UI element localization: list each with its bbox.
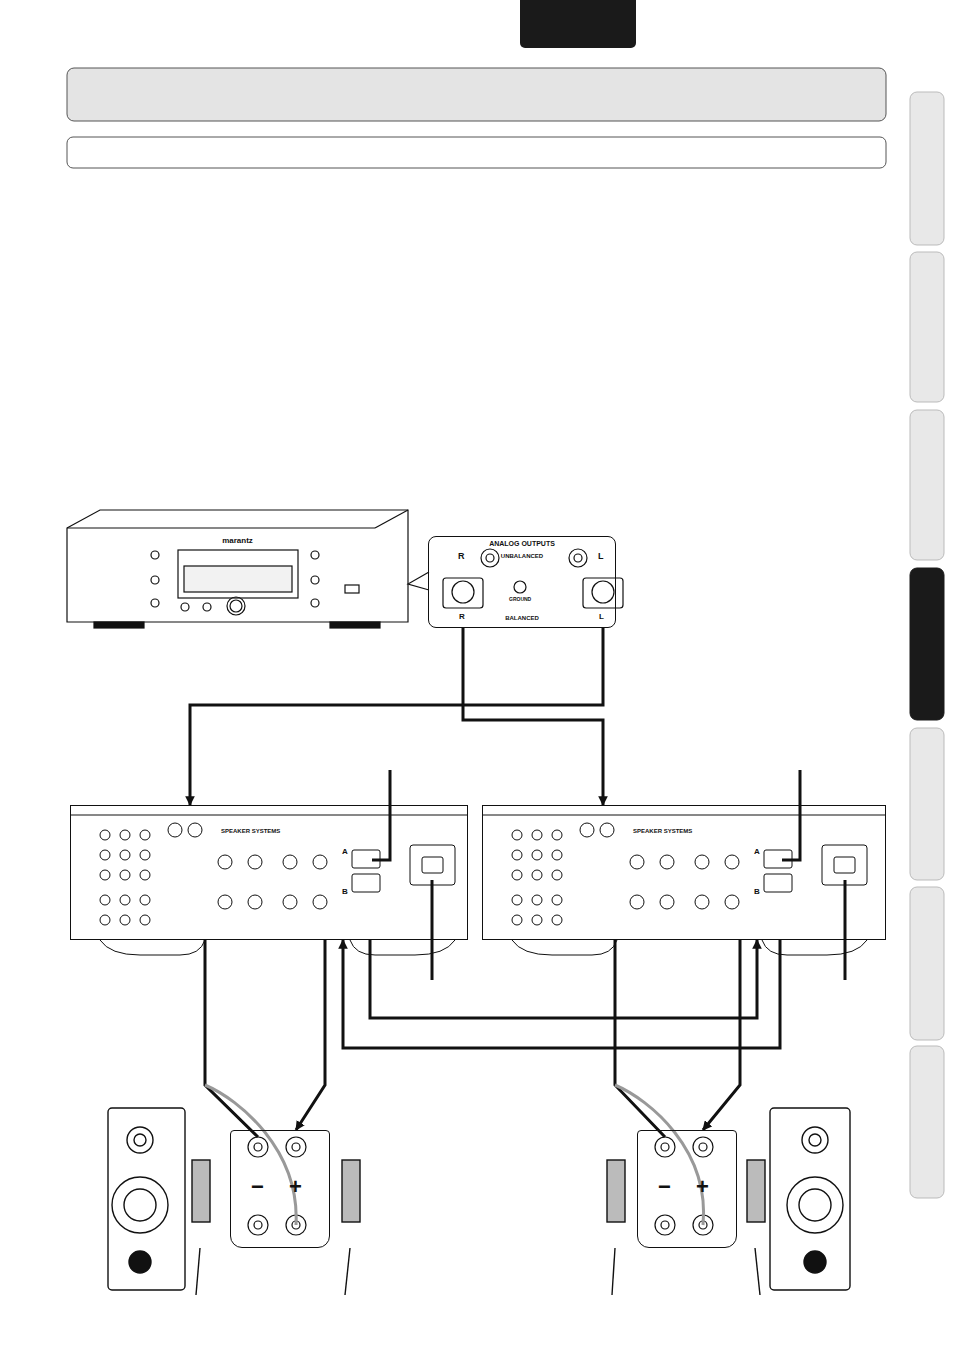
panel-label: SPEAKER SYSTEMS xyxy=(633,828,692,835)
cd-player-drawing xyxy=(67,510,408,628)
speaker-terminals: −+ xyxy=(637,1130,737,1248)
amplifier: SPEAKER SYSTEMS xyxy=(482,805,886,940)
extra-wires-grey xyxy=(205,1085,704,1225)
amp-panel xyxy=(70,815,468,955)
speaker-set-label: B xyxy=(754,888,760,897)
panel-label: BALANCED xyxy=(505,615,539,622)
polarity-sign: − xyxy=(251,1175,264,1199)
subheading-band xyxy=(67,137,886,168)
channel-label: R xyxy=(459,613,465,622)
speaker-set-label: A xyxy=(342,848,348,857)
amplifier: SPEAKER SYSTEMS xyxy=(70,805,468,940)
cd-player: marantz xyxy=(67,510,408,628)
heading-band xyxy=(67,68,886,121)
channel-label: L xyxy=(598,552,604,562)
speaker-terminals: −+ xyxy=(230,1130,330,1248)
balanced-cable xyxy=(190,628,603,805)
channel-label: R xyxy=(458,552,465,562)
side-tabs xyxy=(910,92,944,1198)
panel-label: SPEAKER SYSTEMS xyxy=(221,828,280,835)
panel-label: ANALOG OUTPUTS xyxy=(489,540,555,548)
speaker-cable xyxy=(703,940,740,1130)
amp-panel xyxy=(482,815,886,955)
output-jacks xyxy=(443,549,623,608)
extra-wires xyxy=(205,770,845,1137)
speaker-set-label: B xyxy=(342,888,348,897)
fcbs-cable xyxy=(343,940,780,1048)
panel-label: UNBALANCED xyxy=(501,553,543,560)
speakers xyxy=(108,1108,850,1295)
callout-pointer xyxy=(408,572,429,590)
polarity-sign: + xyxy=(289,1175,302,1199)
balanced-cable xyxy=(463,628,603,805)
fcbs-cable xyxy=(370,940,757,1018)
terminal-posts xyxy=(248,1137,713,1235)
polarity-sign: − xyxy=(658,1175,671,1199)
speaker-set-label: A xyxy=(754,848,760,857)
panel-label: marantz xyxy=(222,537,253,546)
polarity-sign: + xyxy=(696,1175,709,1199)
amplifier-details xyxy=(70,815,886,955)
speaker-cable xyxy=(296,940,325,1130)
output-panel: ANALOG OUTPUTS UNBALANCED BALANCED xyxy=(428,536,616,628)
tab xyxy=(520,0,636,48)
terminal-label: GROUND xyxy=(509,597,531,603)
channel-label: L xyxy=(599,613,604,622)
